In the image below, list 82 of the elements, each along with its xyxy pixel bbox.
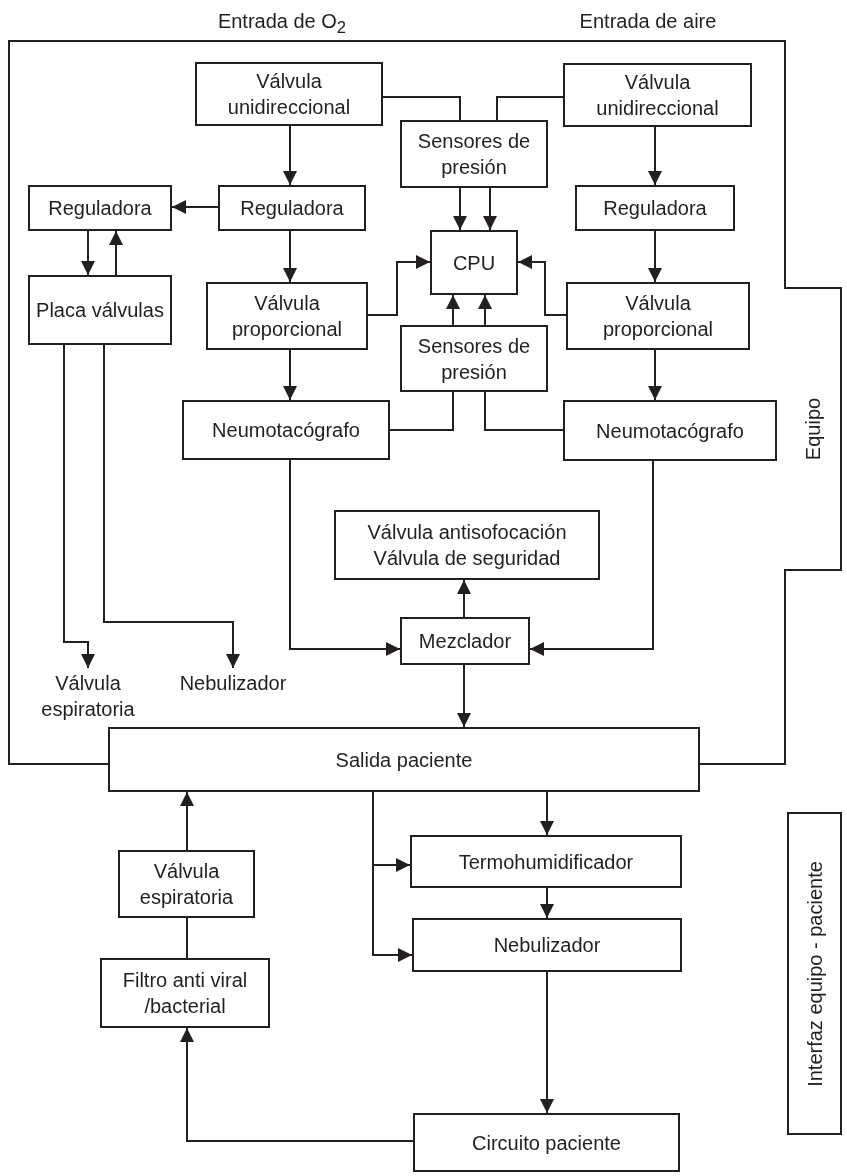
box-label: Salida paciente	[335, 747, 473, 773]
process-box	[206, 282, 368, 350]
box-label: Reguladora	[603, 196, 707, 221]
connector-line	[186, 917, 188, 959]
arrow	[457, 579, 471, 618]
process-box	[118, 850, 255, 918]
box-label: Válvula espiratoria	[138, 859, 235, 910]
box-label: Placa válvulas	[36, 298, 164, 323]
box-label: Válvula de seguridad	[373, 546, 561, 571]
arrow	[648, 126, 662, 186]
box-label: Reguladora	[240, 196, 344, 221]
arrow	[283, 230, 297, 283]
outlet-label: Válvula espiratoria	[40, 671, 136, 722]
arrow	[81, 230, 95, 276]
box-label: Termohumidificador	[458, 849, 634, 875]
arrow	[63, 344, 95, 669]
arrow	[289, 459, 401, 656]
arrow	[109, 230, 123, 276]
arrow	[483, 187, 497, 231]
section-box	[787, 812, 842, 1135]
arrow	[180, 1027, 414, 1142]
box-label: Válvula antisofocación	[367, 520, 567, 545]
process-box	[400, 120, 548, 188]
box-label: Mezclador	[418, 629, 512, 654]
arrow	[283, 349, 297, 401]
arrow	[540, 791, 554, 836]
outlet-label: Nebulizador	[179, 671, 287, 696]
process-box	[195, 62, 383, 126]
box-label: CPU	[452, 250, 496, 276]
box-label: Válvula proporcional	[601, 291, 715, 342]
box-label: Sensores de presión	[416, 333, 532, 385]
process-box	[412, 918, 682, 972]
connector-line	[484, 391, 564, 431]
connector-line	[389, 391, 454, 431]
process-box	[28, 185, 172, 231]
box-label: Neumotacógrafo	[596, 418, 744, 444]
box-label: Válvula proporcional	[230, 291, 344, 342]
box-label: Circuito paciente	[472, 1130, 621, 1156]
box-label: Sensores de presión	[416, 129, 532, 180]
process-box	[413, 1113, 680, 1172]
process-box	[575, 185, 735, 231]
arrow	[372, 791, 413, 962]
process-box	[410, 835, 682, 888]
connector-line	[496, 96, 564, 121]
arrow	[171, 200, 219, 214]
box-label: Válvula unidireccional	[595, 70, 720, 121]
arrow	[446, 294, 460, 326]
inlet-label: Entrada de aire	[579, 10, 717, 33]
process-box	[218, 185, 366, 231]
process-box	[400, 617, 530, 665]
inlet-label: Entrada de O$_{2}$	[217, 10, 347, 38]
arrow	[283, 125, 297, 186]
arrow	[457, 664, 471, 728]
process-box	[100, 958, 270, 1028]
cpu-box	[430, 230, 518, 295]
arrow	[478, 294, 492, 326]
process-box	[108, 727, 700, 792]
arrow	[540, 971, 554, 1114]
box-label: Neumotacógrafo	[212, 418, 360, 443]
box-label: Válvula unidireccional	[226, 69, 352, 120]
process-box	[182, 400, 390, 460]
arrow	[540, 887, 554, 919]
arrow	[103, 344, 240, 669]
process-box	[566, 282, 750, 350]
section-label: Interfaz equipo - paciente	[802, 860, 827, 1087]
equipment-label: Equipo	[801, 397, 825, 461]
process-box	[28, 275, 172, 345]
arrow	[648, 349, 662, 401]
arrow	[517, 255, 567, 316]
process-box	[563, 63, 752, 127]
process-box	[334, 510, 600, 580]
box-label: Nebulizador	[493, 933, 601, 958]
arrow	[367, 255, 431, 316]
box-label: Reguladora	[48, 196, 152, 221]
process-box	[563, 400, 777, 461]
arrow	[648, 230, 662, 283]
arrow	[180, 791, 194, 851]
arrow	[453, 187, 467, 231]
connector-line	[382, 96, 461, 121]
box-label: Filtro anti viral /bacterial	[121, 968, 249, 1019]
arrow	[529, 460, 654, 656]
process-box	[400, 325, 548, 392]
